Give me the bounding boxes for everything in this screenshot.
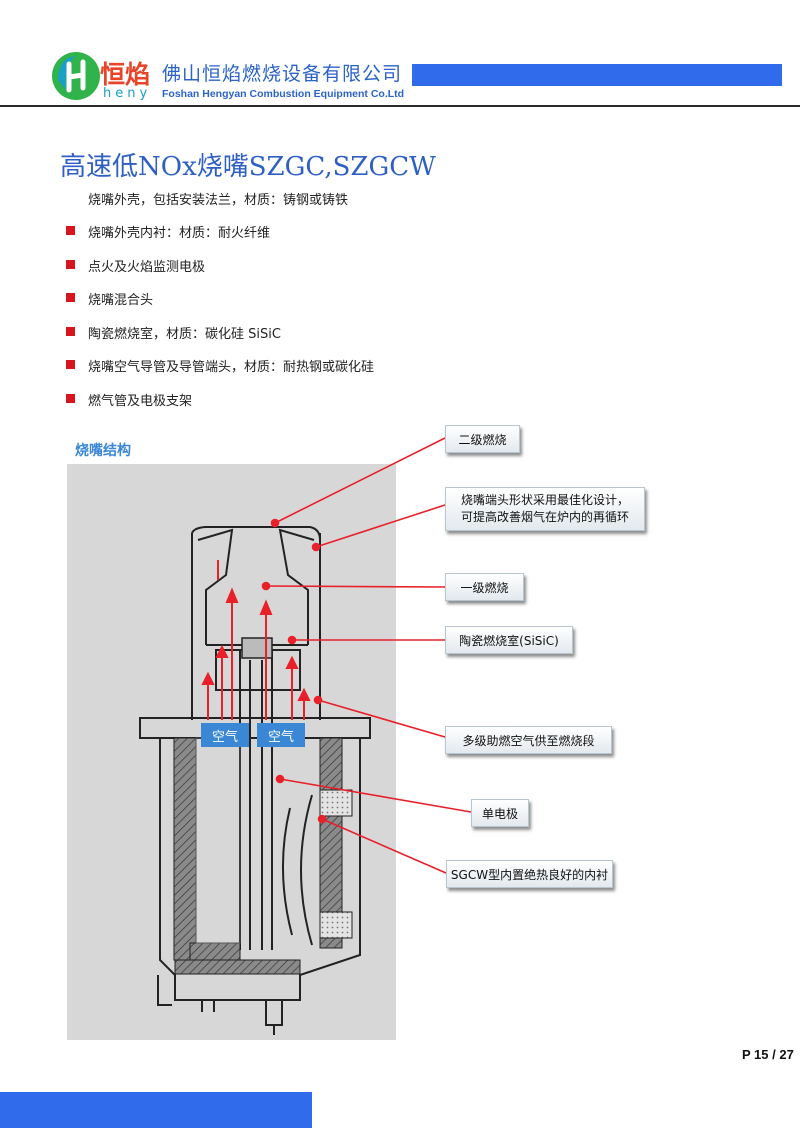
company-name-english: Foshan Hengyan Combustion Equipment Co.L… [162,88,405,100]
company-logo-icon [52,52,100,100]
company-name-chinese: 佛山恒焰燃烧设备有限公司 [162,63,403,85]
page-number: P 15 / 27 [742,1047,794,1062]
diagram-title: 烧嘴结构 [75,443,131,459]
bullet-square-icon [66,259,75,269]
callout-ceramic-chamber: 陶瓷燃烧室(SiSiC) [445,626,573,654]
bullet-square-icon [66,326,75,336]
logo-english-name: heny [103,86,152,101]
intro-text: 烧嘴外壳，包括安装法兰，材质：铸钢或铸铁 [88,193,349,208]
air-inlet-label: 空气 [257,723,305,747]
header-divider [0,105,800,107]
list-item: 烧嘴空气导管及导管端头，材质：耐热钢或碳化硅 [66,356,374,390]
footer-accent-bar [0,1092,312,1128]
list-item: 燃气管及电极支架 [66,390,374,424]
callout-primary-combustion: 一级燃烧 [445,573,524,601]
bullet-square-icon [66,360,75,369]
list-item: 烧嘴混合头 [66,289,374,323]
list-item: 点火及火焰监测电极 [66,256,374,290]
list-item: 陶瓷燃烧室，材质：碳化硅 SiSiC [66,323,374,357]
list-item: 烧嘴外壳内衬：材质：耐火纤维 [66,222,374,256]
callout-single-electrode: 单电极 [471,799,529,827]
bullet-square-icon [66,226,75,235]
callout-secondary-combustion: 二级燃烧 [445,425,520,453]
callout-multistage-air: 多级助燃空气供至燃烧段 [445,726,612,754]
logo-chinese-name: 恒焰 [100,60,151,89]
air-inlet-label: 空气 [201,723,249,747]
bullet-square-icon [66,393,75,403]
page-title: 高速低NOx烧嘴SZGC,SZGCW [60,152,436,182]
bullet-square-icon [66,293,75,302]
header-accent-bar [412,64,782,86]
callout-burner-tip: 烧嘴端头形状采用最佳化设计， 可提高改善烟气在炉内的再循环 [445,487,645,531]
callout-insulated-lining: SGCW型内置绝热良好的内衬 [446,860,613,888]
component-list: 烧嘴外壳内衬：材质：耐火纤维 点火及火焰监测电极 烧嘴混合头 陶瓷燃烧室，材质：… [66,222,374,423]
